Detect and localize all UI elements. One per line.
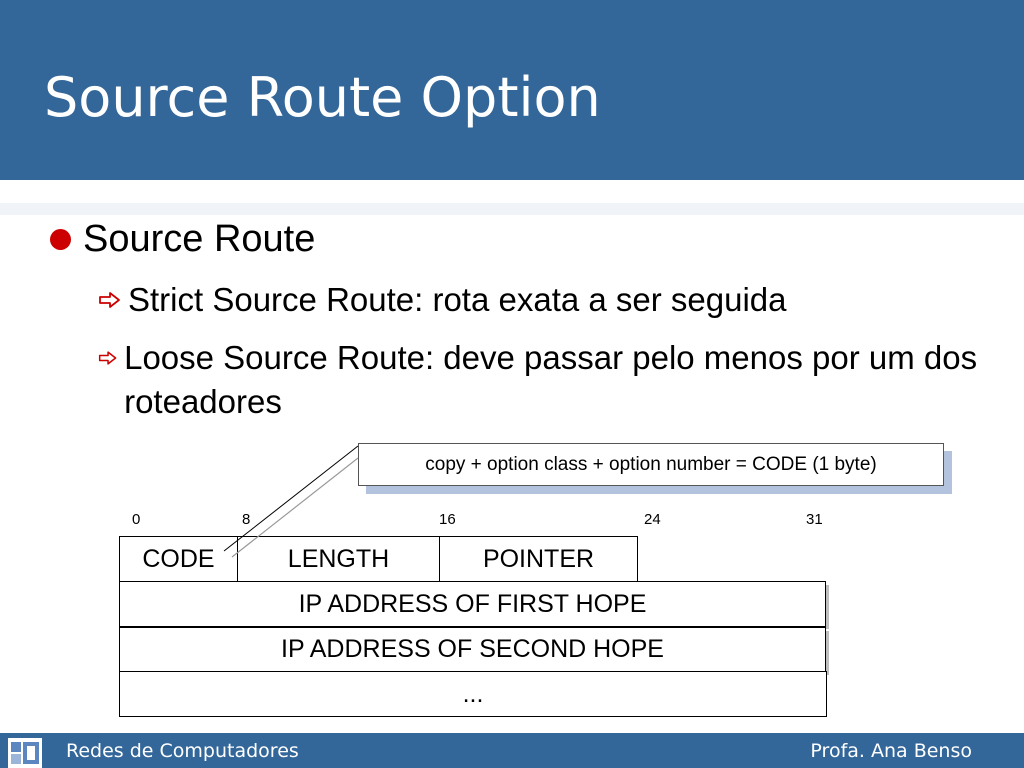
bit-position-label: 8 bbox=[242, 511, 251, 528]
bit-position-label: 16 bbox=[439, 511, 456, 528]
sub-bullet-strict: Strict Source Route: rota exata a ser se… bbox=[98, 278, 978, 322]
footer-bar bbox=[0, 733, 1024, 768]
field-pointer: POINTER bbox=[439, 536, 638, 582]
row-ellipsis: ... bbox=[119, 671, 827, 717]
row-second-hop: IP ADDRESS OF SECOND HOPE bbox=[119, 627, 826, 672]
sub-bullet-loose: Loose Source Route: deve passar pelo men… bbox=[98, 336, 978, 424]
divider-strip bbox=[0, 203, 1024, 215]
arrow-right-icon bbox=[98, 351, 117, 365]
arrow-right-icon bbox=[99, 292, 120, 308]
bit-position-label: 24 bbox=[644, 511, 661, 528]
institution-logo-icon bbox=[8, 738, 42, 768]
bullet-source-route: Source Route bbox=[50, 218, 315, 261]
bullet-dot-icon bbox=[50, 229, 71, 250]
bit-position-label: 31 bbox=[806, 511, 823, 528]
callout-box: copy + option class + option number = CO… bbox=[358, 443, 944, 486]
footer-author: Profa. Ana Benso bbox=[810, 740, 972, 762]
sub-bullet-text: Loose Source Route: deve passar pelo men… bbox=[124, 339, 978, 420]
slide-title: Source Route Option bbox=[44, 66, 601, 129]
footer-course: Redes de Computadores bbox=[66, 740, 299, 762]
sub-bullet-text: Strict Source Route: rota exata a ser se… bbox=[128, 281, 787, 318]
bit-position-label: 0 bbox=[132, 511, 141, 528]
field-code: CODE bbox=[119, 536, 238, 582]
title-bar bbox=[0, 0, 1024, 180]
bullet-text: Source Route bbox=[83, 218, 316, 260]
row-first-hop: IP ADDRESS OF FIRST HOPE bbox=[119, 581, 826, 627]
field-length: LENGTH bbox=[237, 536, 440, 582]
